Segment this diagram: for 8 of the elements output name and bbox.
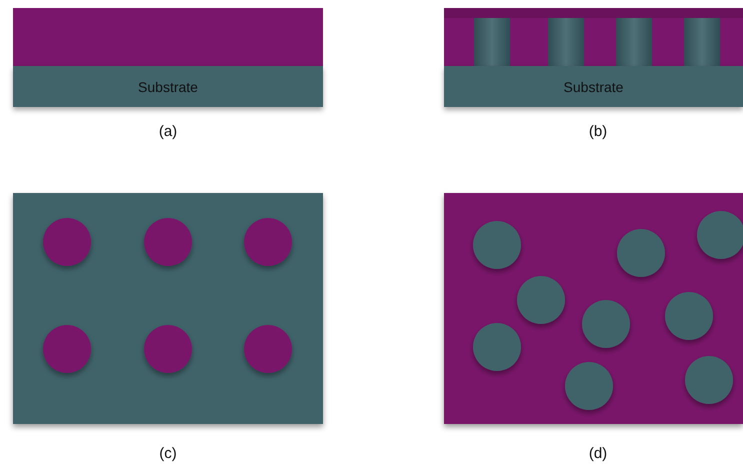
layer-label: Substrate — [564, 78, 624, 94]
substrate-layer — [13, 66, 323, 107]
panel-caption: (b) — [588, 123, 608, 140]
layer-label: Substrate — [138, 78, 198, 94]
panel-caption: (a) — [158, 123, 178, 140]
substrate-layer — [444, 66, 743, 107]
panel-caption: (d) — [588, 445, 608, 462]
panel-caption: (c) — [159, 445, 177, 462]
